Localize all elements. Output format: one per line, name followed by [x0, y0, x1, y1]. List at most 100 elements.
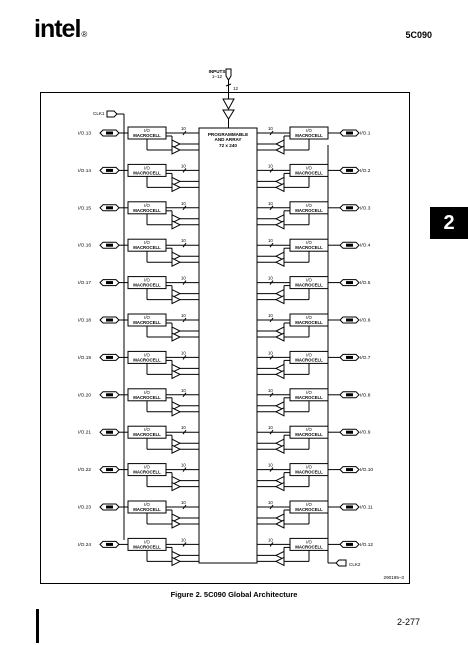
left-io-pin-icon-core: [106, 206, 113, 210]
macrocell-label-line1: I/O: [144, 128, 150, 133]
left-bus-slash: [182, 542, 187, 547]
macrocell-label-line2: MACROCELL: [133, 170, 161, 175]
left-io-pin-icon-core: [106, 131, 113, 135]
right-bus-width-label: 10: [268, 126, 273, 131]
left-io-pin-icon-core: [106, 281, 113, 285]
right-bus-slash: [269, 542, 274, 547]
right-output-buffer-icon: [274, 369, 285, 380]
macrocell-label-line2: MACROCELL: [133, 470, 161, 475]
right-io-pin-icon-core: [346, 542, 353, 546]
right-bus-slash: [269, 355, 274, 360]
right-feedback-buffer-icon: [274, 513, 285, 523]
macrocell-label-line2: MACROCELL: [133, 507, 161, 512]
macrocell-label-line2: MACROCELL: [133, 133, 161, 138]
left-output-buffer-icon: [171, 519, 182, 529]
clk1-label: CLK1: [93, 111, 105, 116]
left-feedback-buffer-icon: [171, 438, 182, 449]
macrocell-label-line1: I/O: [306, 539, 312, 544]
right-bus-slash: [269, 317, 274, 323]
right-io-pin-icon-core: [346, 505, 353, 509]
macrocell-label-line1: I/O: [306, 352, 312, 357]
left-feedback-buffer-icon: [171, 363, 182, 374]
right-feedback-buffer-icon: [274, 438, 285, 449]
right-io-pin-icon-core: [346, 393, 353, 397]
right-bus-slash: [269, 392, 274, 398]
right-io-pin-icon-core: [346, 206, 353, 210]
left-pin-label: I/O.24: [78, 542, 91, 548]
left-bus-width-label: 10: [181, 163, 186, 168]
figure-caption: Figure 2. 5C090 Global Architecture: [170, 590, 298, 599]
part-number: 5C090: [405, 30, 432, 40]
left-output-buffer-icon: [171, 481, 182, 492]
right-io-pin-icon-core: [346, 318, 353, 322]
left-output-buffer-icon: [171, 182, 182, 193]
left-io-pin-icon-core: [106, 505, 113, 509]
left-bus-slash: [182, 130, 187, 136]
right-output-buffer-icon: [274, 406, 285, 417]
left-io-pin-icon-core: [106, 318, 113, 322]
left-feedback-buffer-icon: [171, 251, 182, 262]
clk1-pin-icon: [106, 110, 118, 118]
left-feedback-buffer-icon: [171, 550, 182, 561]
left-pin-label: I/O.18: [78, 318, 91, 324]
macrocell-label-line1: I/O: [144, 539, 150, 544]
right-pin-label: I/O.6: [360, 318, 371, 324]
right-output-buffer-icon: [274, 481, 285, 492]
right-output-buffer-icon: [274, 556, 285, 567]
right-feedback-buffer-icon: [274, 550, 285, 561]
left-bus-width-label: 10: [181, 313, 186, 318]
left-bus-width-label: 10: [181, 388, 186, 393]
left-bus-width-label: 10: [181, 276, 186, 281]
right-pin-label: I/O.4: [360, 243, 371, 249]
macrocell-label-line2: MACROCELL: [295, 245, 323, 250]
input-buffer-icon: [222, 109, 235, 120]
right-bus-slash: [269, 130, 274, 136]
right-bus-width-label: 10: [268, 313, 273, 318]
left-io-pin-icon-core: [106, 393, 113, 397]
left-pin-label: I/O.23: [78, 505, 91, 511]
array-size-label: 72 x 240: [219, 143, 237, 148]
left-output-buffer-icon: [171, 444, 182, 455]
left-bus-slash: [182, 467, 187, 472]
left-feedback-buffer-icon: [171, 288, 182, 299]
left-bus-slash: [182, 317, 187, 323]
macrocell-label-line1: I/O: [144, 502, 150, 507]
right-io-pin-icon-core: [346, 131, 353, 135]
right-pin-label: I/O.12: [360, 542, 373, 548]
inputs-range-label: 1–12: [212, 74, 223, 79]
macrocell-label-line1: I/O: [306, 315, 312, 320]
macrocell-label-line1: I/O: [144, 278, 150, 283]
left-bus-width-label: 10: [181, 238, 186, 243]
macrocell-label-line2: MACROCELL: [295, 357, 323, 362]
left-bus-slash: [182, 504, 187, 510]
macrocell-label-line2: MACROCELL: [133, 245, 161, 250]
macrocell-label-line1: I/O: [144, 240, 150, 245]
left-feedback-buffer-icon: [171, 400, 182, 411]
macrocell-label-line2: MACROCELL: [133, 320, 161, 325]
left-pin-label: I/O.13: [78, 131, 91, 137]
macrocell-label-line2: MACROCELL: [133, 395, 161, 400]
left-io-pin-icon-core: [106, 168, 113, 172]
right-feedback-buffer-icon: [274, 326, 285, 336]
right-bus-slash: [269, 467, 274, 472]
right-bus-slash: [269, 280, 274, 285]
macrocell-label-line2: MACROCELL: [295, 470, 323, 475]
left-io-pin-icon-core: [106, 542, 113, 546]
macrocell-label-line2: MACROCELL: [133, 283, 161, 288]
right-output-buffer-icon: [274, 145, 285, 155]
left-feedback-buffer-icon: [171, 475, 182, 486]
left-feedback-buffer-icon: [171, 176, 182, 187]
macrocell-label-line1: I/O: [144, 203, 150, 208]
right-output-buffer-icon: [274, 332, 285, 342]
and-array-block: [198, 127, 258, 564]
left-pin-label: I/O.16: [78, 243, 91, 249]
left-feedback-buffer-icon: [171, 513, 182, 523]
left-io-pin-icon-core: [106, 243, 113, 247]
right-output-buffer-icon: [274, 219, 285, 230]
right-pin-label: I/O.5: [360, 280, 371, 286]
right-io-pin-icon-core: [346, 355, 353, 359]
array-label-line1: PROGRAMMABLE: [208, 132, 248, 137]
left-pin-label: I/O.14: [78, 168, 91, 174]
right-bus-slash: [269, 429, 274, 435]
